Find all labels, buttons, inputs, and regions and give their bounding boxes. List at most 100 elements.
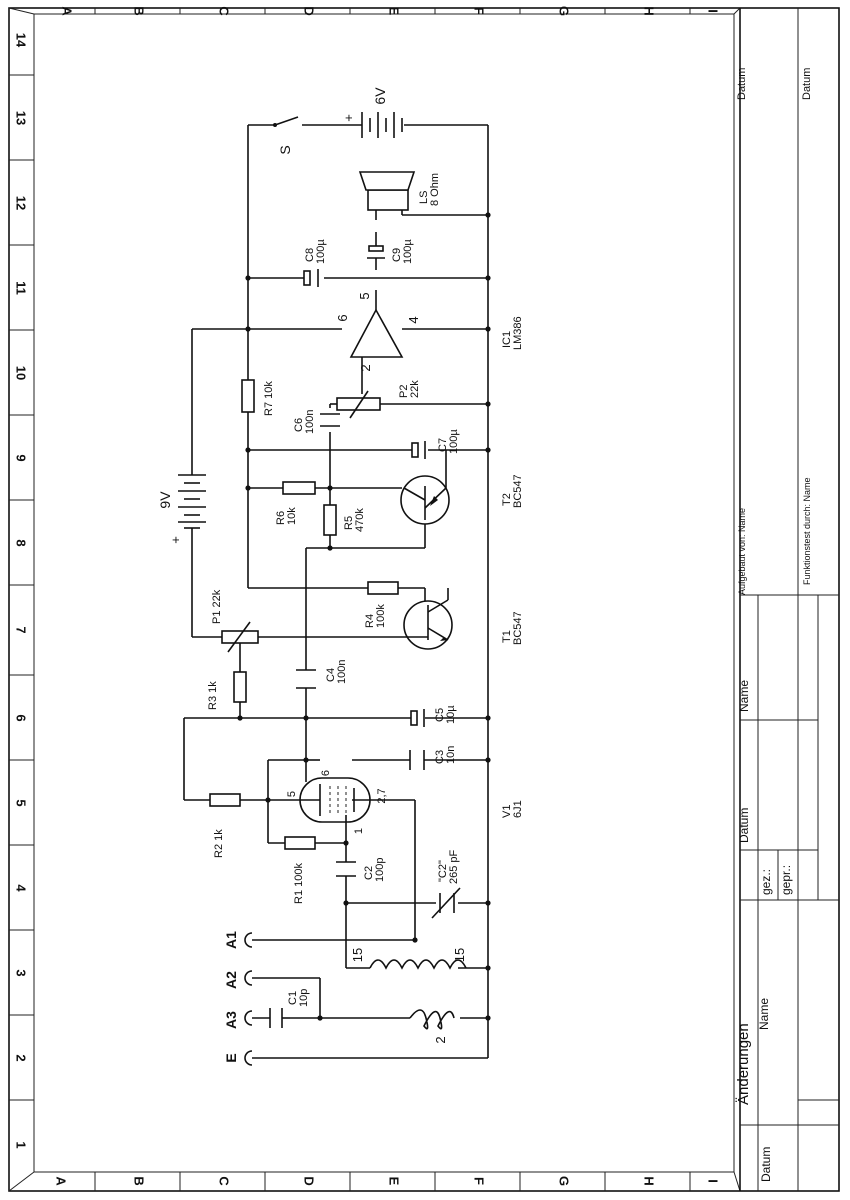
ic1-pin2: 2 bbox=[358, 364, 373, 371]
ic1-pin6: 6 bbox=[335, 314, 350, 321]
transistor-t2: T2 BC547 bbox=[400, 450, 524, 525]
capacitor-c4: C4 100n bbox=[296, 660, 348, 689]
terminal-a2: A2 bbox=[223, 971, 239, 989]
col-letter-top: C bbox=[217, 6, 232, 16]
battery-6v-plus: + bbox=[341, 114, 356, 122]
row-number: 3 bbox=[14, 969, 29, 976]
tested-by-label: Funktionstest durch: Name bbox=[802, 477, 812, 585]
r1-label: R1 100k bbox=[293, 863, 305, 904]
tube-pin5: 5 bbox=[286, 791, 298, 797]
name-header: Name bbox=[737, 680, 751, 712]
capacitor-c3: C3 10n bbox=[409, 746, 457, 770]
battery-9v-label: 9V bbox=[157, 491, 173, 509]
c2v-label: "C2" bbox=[437, 860, 449, 882]
junctions bbox=[237, 212, 491, 1021]
loudspeaker-ls: LS 8 Ohm bbox=[358, 171, 441, 211]
v1-label: V1 bbox=[501, 805, 513, 818]
date-label-top: Datum bbox=[736, 68, 748, 100]
col-letter-top: A bbox=[60, 6, 75, 16]
tube-pin6: 6 bbox=[320, 770, 332, 776]
col-letter-bottom: B bbox=[132, 1176, 147, 1185]
variable-capacitor-c2: "C2" 265 pF bbox=[431, 849, 461, 919]
row-number: 4 bbox=[14, 884, 29, 892]
resistor-r2: R2 1k bbox=[209, 793, 241, 858]
col-letter-bottom: G bbox=[557, 1176, 572, 1186]
r7-label: R7 10k bbox=[263, 381, 275, 416]
r6-label: R6 bbox=[275, 511, 287, 525]
column-letters: A B C D E F G H I A B C D E F G H I bbox=[54, 6, 721, 1186]
terminal-e: E bbox=[223, 1053, 239, 1062]
transistor-t1: T1 BC547 bbox=[402, 599, 524, 650]
col-letter-top: F bbox=[472, 7, 487, 15]
row-numbers: 14 13 12 11 10 9 8 7 6 5 4 3 2 1 bbox=[14, 33, 29, 1149]
drawn-label: gez.: bbox=[759, 869, 773, 895]
col-letter-top: G bbox=[557, 6, 572, 16]
col-letter-bottom: D bbox=[302, 1176, 317, 1185]
c7-value: 100µ bbox=[448, 429, 460, 454]
c3-label: C3 bbox=[434, 750, 446, 764]
capacitor-c2: C2 100p bbox=[336, 858, 386, 882]
c4-label: C4 bbox=[325, 668, 337, 682]
r4-label: R4 bbox=[364, 614, 376, 628]
changes-date-header: Datum bbox=[759, 1147, 773, 1182]
row-number: 5 bbox=[14, 799, 29, 806]
c2v-value: 265 pF bbox=[448, 849, 460, 884]
resistor-r5: R5 470k bbox=[323, 504, 366, 536]
terminals: A1 A2 A3 E bbox=[223, 931, 253, 1066]
potentiometer-p1: P1 22k bbox=[211, 589, 259, 653]
r4-value: 100k bbox=[375, 604, 387, 628]
row-number: 1 bbox=[14, 1141, 29, 1148]
speaker-value: 8 Ohm bbox=[429, 173, 441, 206]
c2-label: C2 bbox=[363, 866, 375, 880]
ic1-pin5: 5 bbox=[357, 292, 372, 299]
switch-label: S bbox=[277, 145, 293, 154]
resistor-r4: R4 100k bbox=[364, 581, 399, 628]
p2-label: P2 bbox=[398, 385, 410, 398]
coil-tap-right: 15 bbox=[452, 948, 467, 962]
r5-label: R5 bbox=[343, 516, 355, 530]
col-letter-bottom: I bbox=[706, 1179, 721, 1183]
capacitor-c1: C1 10p bbox=[269, 989, 310, 1028]
capacitor-c7: C7 100µ bbox=[411, 429, 460, 459]
col-letter-bottom: C bbox=[217, 1176, 232, 1186]
c8-value: 100µ bbox=[315, 239, 327, 264]
terminal-a1: A1 bbox=[223, 931, 239, 949]
c2-value: 100p bbox=[374, 858, 386, 882]
date-header: Datum bbox=[737, 808, 751, 843]
col-letter-top: H bbox=[642, 6, 657, 15]
c1-value: 10p bbox=[298, 989, 310, 1007]
row-number: 8 bbox=[14, 539, 29, 546]
row-number: 10 bbox=[14, 366, 29, 380]
col-letter-top: I bbox=[706, 9, 721, 13]
r3-label: R3 1k bbox=[207, 681, 219, 710]
row-number: 7 bbox=[14, 626, 29, 633]
coupling-coil-turns: 2 bbox=[433, 1036, 448, 1043]
terminal-a3: A3 bbox=[223, 1011, 239, 1029]
c4-value: 100n bbox=[336, 660, 348, 684]
ic1-label: IC1 bbox=[501, 331, 513, 348]
battery-6v-label: 6V bbox=[372, 87, 388, 105]
p1-label: P1 22k bbox=[211, 589, 223, 624]
col-letter-top: D bbox=[302, 6, 317, 15]
col-letter-bottom: F bbox=[472, 1177, 487, 1185]
r2-label: R2 1k bbox=[213, 829, 225, 858]
built-by-label: Aufgebaut von: Name bbox=[737, 508, 747, 595]
capacitor-c9: C9 100µ bbox=[367, 239, 414, 264]
c7-label: C7 bbox=[437, 438, 449, 452]
resistor-r1: R1 100k bbox=[284, 836, 316, 904]
potentiometer-p2: P2 22k bbox=[336, 380, 421, 419]
coil-main: 15 15 bbox=[350, 948, 467, 970]
row-number: 9 bbox=[14, 454, 29, 461]
ic1-pin4: 4 bbox=[406, 316, 421, 323]
c9-value: 100µ bbox=[402, 239, 414, 264]
col-letter-bottom: H bbox=[642, 1176, 657, 1185]
capacitor-c5: C5 10µ bbox=[410, 705, 457, 727]
speaker-label: LS bbox=[418, 191, 430, 204]
row-number: 11 bbox=[14, 281, 29, 295]
c5-label: C5 bbox=[434, 708, 446, 722]
tube-pin1: 1 bbox=[353, 828, 365, 834]
col-letter-top: B bbox=[132, 6, 147, 15]
c3-value: 10n bbox=[445, 746, 457, 764]
switch-s: S bbox=[273, 116, 299, 155]
